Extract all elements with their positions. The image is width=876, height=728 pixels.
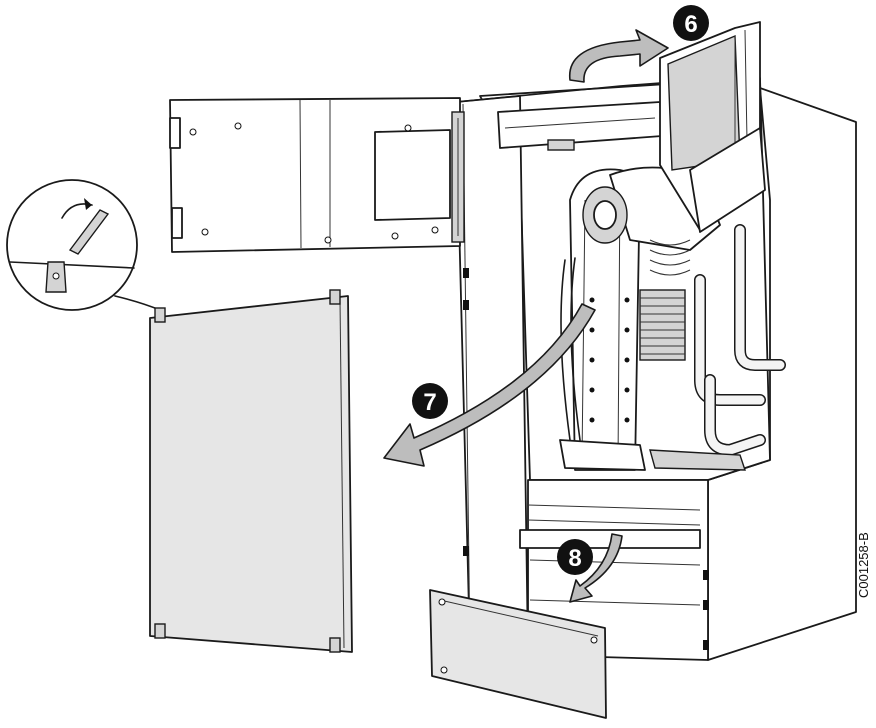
step-badge-8: 8 [557,539,593,575]
reference-code: C001258-B [856,532,871,598]
clip-detail-inset [6,179,161,311]
step-badge-6: 6 [673,5,709,41]
step-label-7: 7 [423,389,436,416]
boiler-cabinet [455,77,857,661]
arrow-step-6 [569,29,669,83]
top-panel [169,97,465,253]
arrow-step-7 [383,303,596,467]
boiler-internals [559,166,786,471]
front-panel [149,289,353,653]
arrow-step-8 [569,533,623,603]
step-label-8: 8 [568,545,581,572]
step-label-6: 6 [684,11,697,38]
cover-box [659,21,766,233]
bottom-panel [429,589,607,719]
step-badge-7: 7 [412,383,448,419]
